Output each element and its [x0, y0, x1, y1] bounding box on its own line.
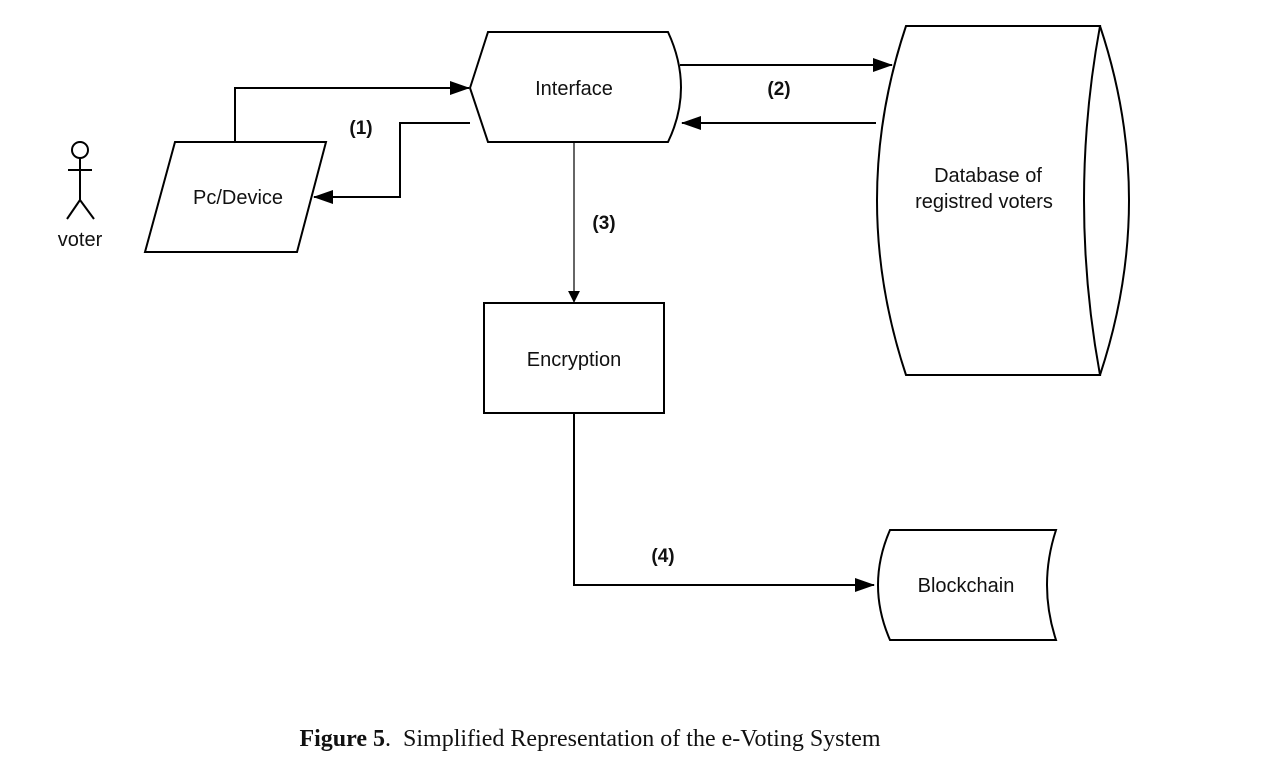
interface-label: Interface [535, 78, 613, 100]
encryption-to-blockchain-arrow [573, 414, 875, 592]
pc-device-node: Pc/Device [143, 141, 328, 253]
database-label-line1: Database of [934, 165, 1042, 187]
encryption-label: Encryption [527, 349, 622, 371]
step-4-label: (4) [651, 546, 674, 567]
step-1-label: (1) [349, 118, 372, 139]
database-label-line2: registred voters [915, 191, 1053, 213]
blockchain-label: Blockchain [918, 575, 1015, 597]
step-2-label: (2) [767, 79, 790, 100]
step-3-label: (3) [592, 213, 615, 234]
encryption-node: Encryption [483, 302, 665, 414]
device-to-interface-arrow [234, 81, 470, 141]
figure-number-separator: . [385, 726, 392, 752]
voter-actor-icon [66, 141, 95, 220]
figure-caption: Figure 5. Simplified Representation of t… [0, 726, 1180, 753]
voter-label: voter [58, 229, 103, 251]
pc-device-label: Pc/Device [193, 187, 283, 209]
figure-number: Figure 5 [299, 726, 386, 752]
figure-title: Simplified Representation of the e-Votin… [403, 726, 881, 752]
interface-to-device-arrow [313, 122, 470, 204]
database-node: Database of registred voters [876, 25, 1130, 376]
interface-node: Interface [468, 31, 682, 143]
blockchain-node: Blockchain [877, 529, 1058, 641]
